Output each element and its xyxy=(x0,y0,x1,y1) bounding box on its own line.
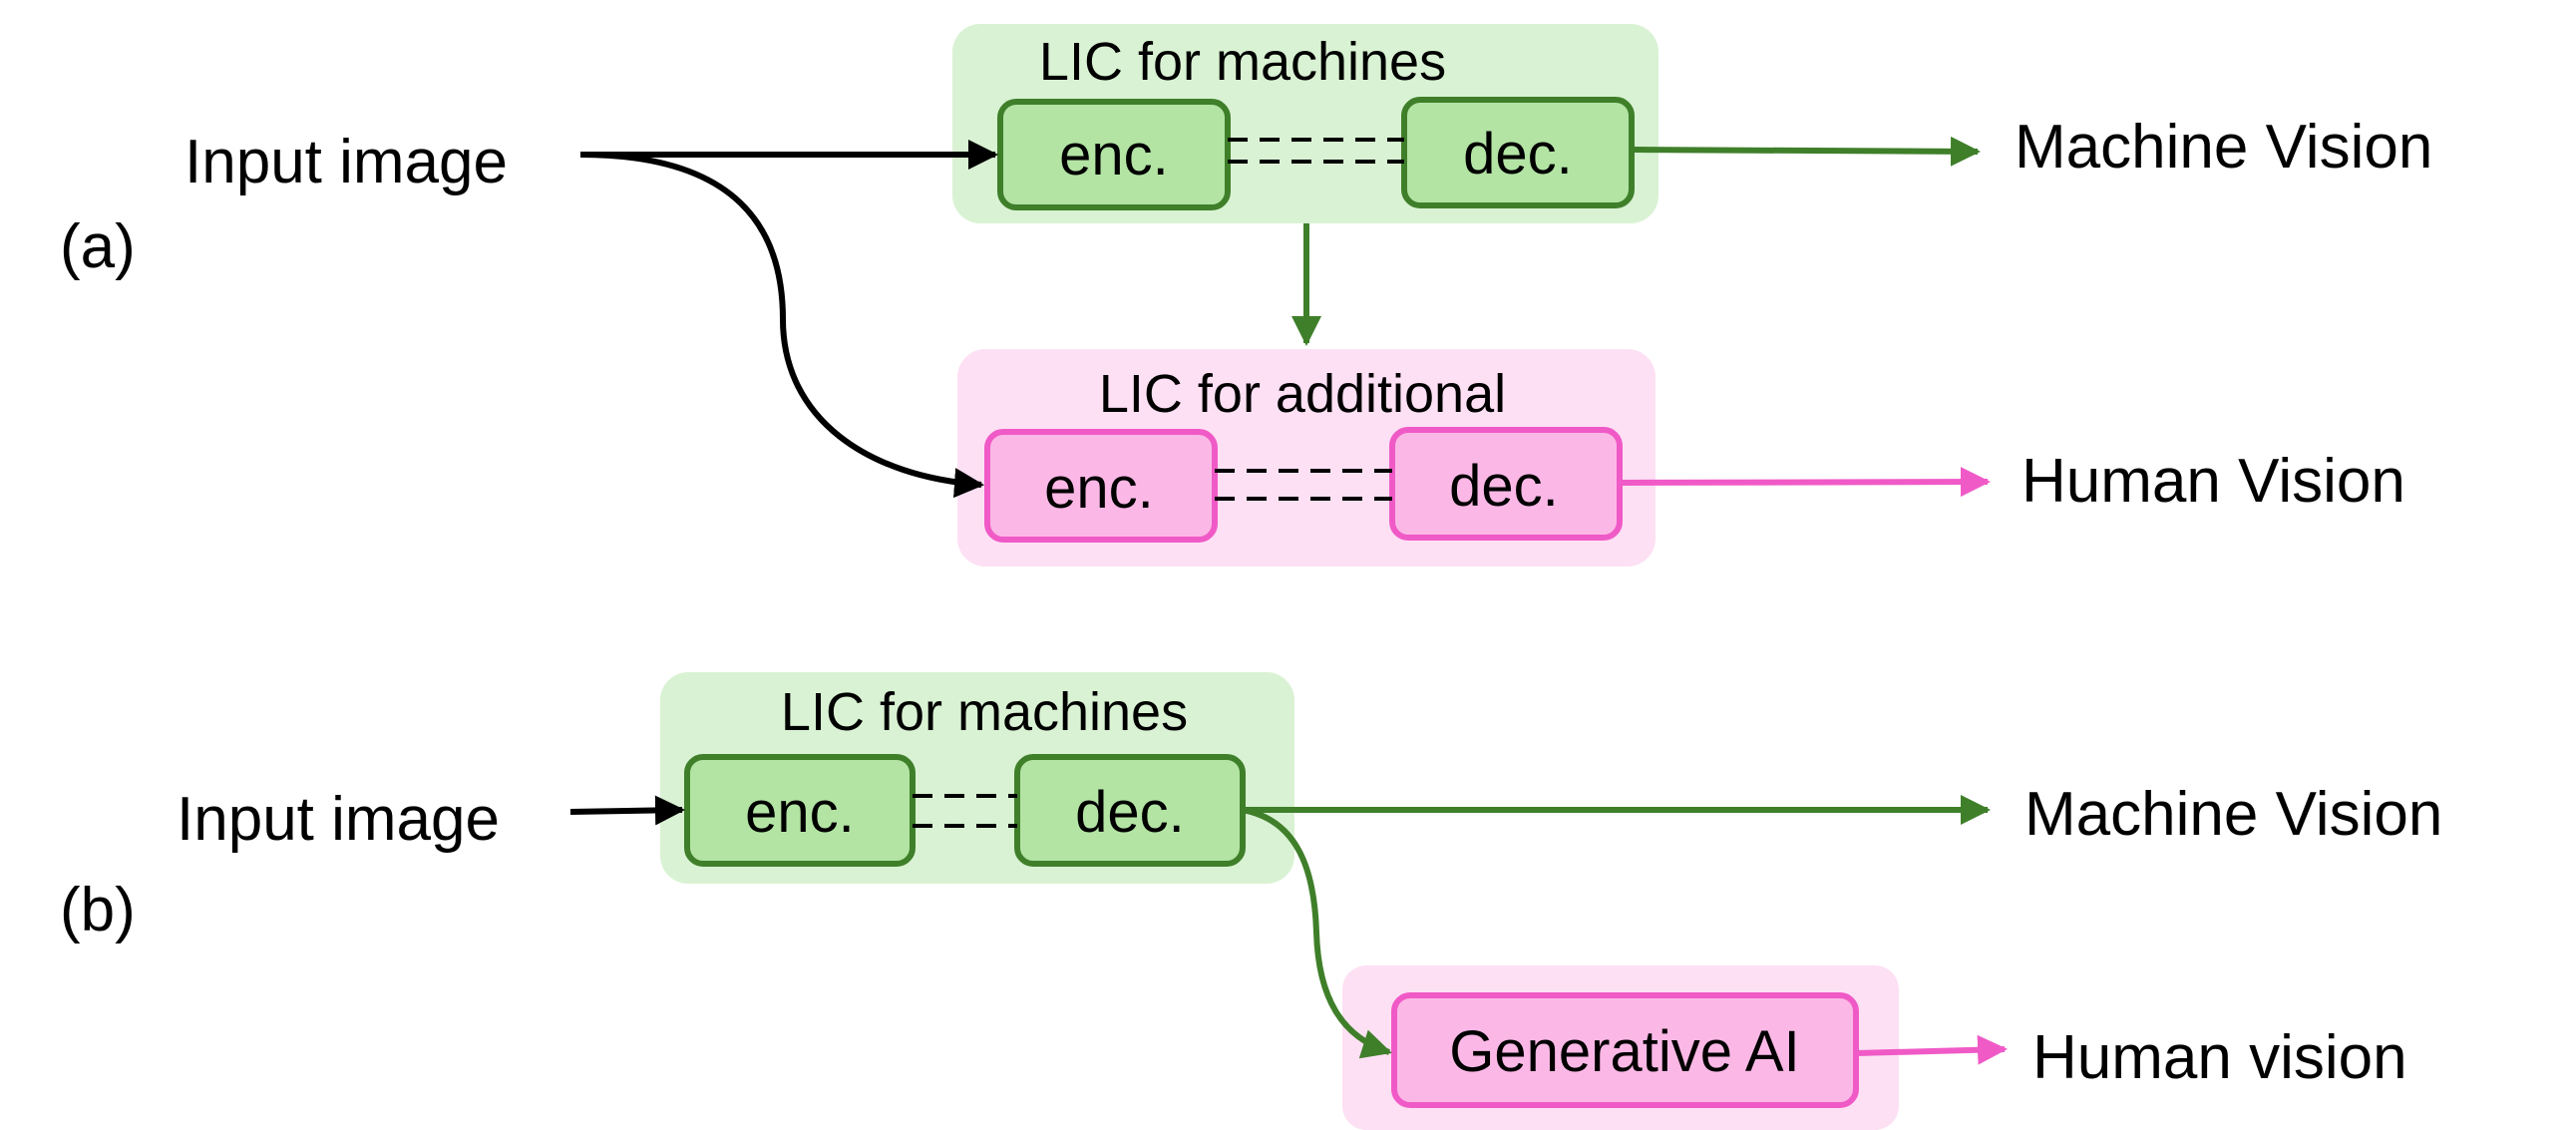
panel-b-machine-encoder xyxy=(684,754,916,867)
panel-a-additional-decoder-label: dec. xyxy=(1449,454,1559,519)
panel-b-machine-output-label: Machine Vision xyxy=(2024,780,2442,849)
panel-a: (a) Input image LIC for machines enc. de… xyxy=(60,24,2432,566)
panel-a-input-label: Input image xyxy=(184,128,508,196)
panel-a-marker: (a) xyxy=(60,212,136,281)
panel-a-additional-encoder-label: enc. xyxy=(1044,456,1154,521)
panel-b-human-output-label: Human vision xyxy=(2032,1023,2407,1092)
panel-b-human-output-arrow xyxy=(1855,1034,2008,1065)
panel-a-machine-output-label: Machine Vision xyxy=(2015,113,2432,182)
panel-b-machine-encoder-label: enc. xyxy=(745,780,855,845)
panel-a-additional-decoder xyxy=(1389,427,1623,541)
panel-a-additional-group-title: LIC for additional xyxy=(1099,364,1506,424)
panel-b-machine-decoder-label: dec. xyxy=(1075,780,1185,845)
panel-b-input-label: Input image xyxy=(177,785,500,854)
panel-a-machine-group-title: LIC for machines xyxy=(1039,32,1446,92)
panel-b-machine-group-title: LIC for machines xyxy=(781,682,1188,742)
panel-a-machine-encoder xyxy=(997,99,1231,210)
panel-b-decoder-to-generative-arrow xyxy=(1242,807,1392,1059)
panel-a-machine-output-arrow xyxy=(1634,136,1981,167)
panel-a-additional-encoder xyxy=(984,429,1218,543)
panel-b-input-to-encoder-arrow xyxy=(569,795,685,826)
panel-a-machine-decoder-label: dec. xyxy=(1463,122,1573,187)
panel-a-input-to-additional-encoder-arrow xyxy=(579,152,984,499)
panel-a-human-output-arrow xyxy=(1622,467,1991,498)
panel-a-machine-decoder xyxy=(1401,97,1635,208)
panel-a-machine-encoder-label: enc. xyxy=(1059,123,1169,188)
panel-b-generative-ai-label: Generative AI xyxy=(1449,1019,1799,1084)
panel-b-marker: (b) xyxy=(60,876,136,944)
panel-b: (b) Input image LIC for machines enc. de… xyxy=(60,672,2442,1130)
panel-a-human-output-label: Human Vision xyxy=(2022,447,2405,516)
